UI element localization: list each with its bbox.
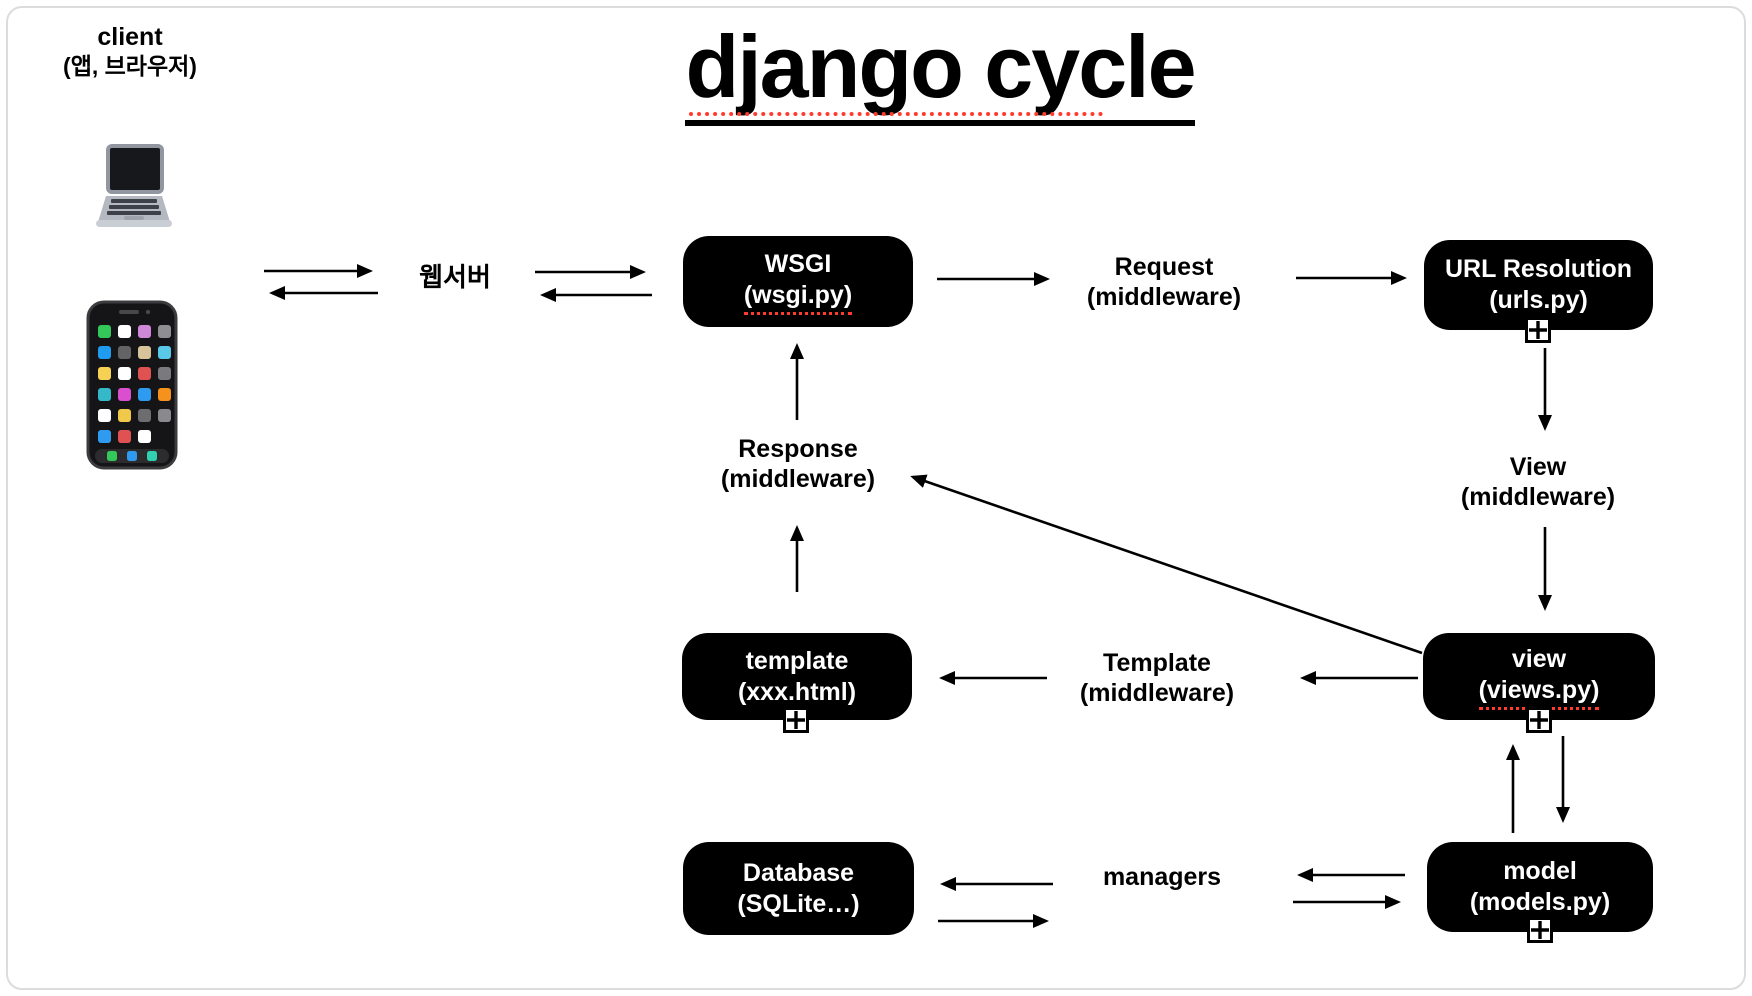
template-middleware-label: Template (middleware) bbox=[1057, 648, 1257, 708]
node-url-resolution[interactable]: URL Resolution (urls.py) bbox=[1424, 240, 1653, 330]
managers-label: managers bbox=[1102, 863, 1222, 891]
plus-expand-icon-template[interactable] bbox=[783, 707, 809, 733]
arrow-view-to-response-diagonal bbox=[910, 474, 1423, 655]
node-template-title: template bbox=[745, 646, 849, 675]
template-middleware-line2: (middleware) bbox=[1079, 679, 1235, 707]
plus-expand-icon-urls[interactable] bbox=[1525, 317, 1551, 343]
node-template-subtitle: (xxx.html) bbox=[737, 677, 857, 706]
node-url-resolution-title: URL Resolution bbox=[1444, 255, 1633, 283]
webserver-label: 웹서버 bbox=[419, 262, 491, 292]
node-url-resolution-subtitle: (urls.py) bbox=[1489, 286, 1588, 314]
plus-icon bbox=[1529, 321, 1547, 339]
plus-expand-icon-views[interactable] bbox=[1526, 707, 1552, 733]
client-label-line2: (앱, 브라우저) bbox=[63, 53, 197, 79]
plus-icon bbox=[1531, 921, 1549, 939]
template-middleware-line1: Template bbox=[1103, 649, 1211, 677]
title-underline: django cycle bbox=[685, 16, 1197, 126]
view-middleware-label: View (middleware) bbox=[1438, 452, 1638, 512]
plus-expand-icon-models[interactable] bbox=[1527, 917, 1553, 943]
response-label-line1: Response bbox=[738, 435, 858, 463]
node-database-title: Database bbox=[742, 858, 855, 887]
view-middleware-line2: (middleware) bbox=[1460, 483, 1616, 511]
request-label: Request (middleware) bbox=[1064, 252, 1264, 312]
request-label-line2: (middleware) bbox=[1086, 283, 1242, 311]
node-database[interactable]: Database (SQLite…) bbox=[683, 842, 914, 935]
node-wsgi-subtitle: (wsgi.py) bbox=[683, 280, 913, 315]
node-model-subtitle: (models.py) bbox=[1469, 888, 1611, 916]
response-label-line2: (middleware) bbox=[720, 465, 876, 493]
response-label: Response (middleware) bbox=[698, 434, 898, 494]
page-title: django cycle bbox=[560, 16, 1320, 126]
node-view-title: view bbox=[1511, 644, 1567, 673]
smartphone-icon bbox=[86, 300, 178, 470]
node-wsgi[interactable]: WSGI (wsgi.py) bbox=[683, 236, 913, 327]
spellcheck-underline bbox=[689, 112, 1103, 116]
client-label: client (앱, 브라우저) bbox=[30, 22, 230, 80]
node-wsgi-title: WSGI bbox=[764, 249, 832, 278]
plus-icon bbox=[1530, 711, 1548, 729]
laptop-icon bbox=[96, 144, 172, 227]
plus-icon bbox=[787, 711, 805, 729]
node-database-subtitle: (SQLite…) bbox=[737, 889, 860, 918]
view-middleware-line1: View bbox=[1509, 453, 1567, 481]
node-template[interactable]: template (xxx.html) bbox=[682, 633, 912, 720]
title-text: django cycle bbox=[685, 17, 1196, 116]
node-wsgi-filename: (wsgi.py) bbox=[743, 280, 853, 315]
request-label-line1: Request bbox=[1114, 253, 1214, 281]
node-view-filename: (views.py) bbox=[1478, 675, 1600, 710]
client-label-line1: client bbox=[97, 23, 163, 51]
node-view-subtitle: (views.py) bbox=[1423, 675, 1655, 710]
node-model-title: model bbox=[1503, 857, 1577, 885]
